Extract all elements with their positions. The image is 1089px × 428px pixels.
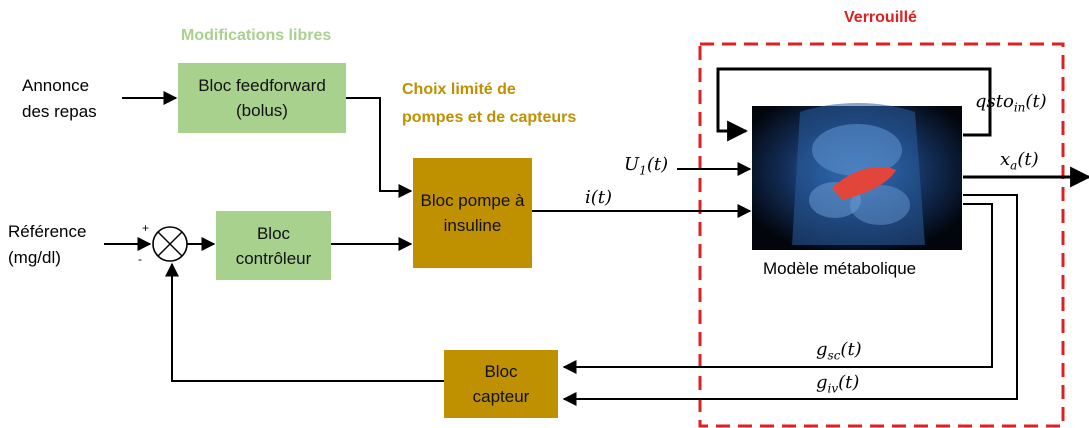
insulin-pump-block-line1: Bloc pompe à — [420, 191, 525, 210]
locked-heading: Verrouillé — [844, 9, 917, 26]
xa-signal-label: xa(t) — [1000, 149, 1039, 173]
feedforward-block-line1: Bloc feedforward — [198, 76, 326, 95]
limited-choice-heading-line2: pompes et de capteurs — [402, 109, 577, 126]
sensor-block-line1: Bloc — [484, 362, 518, 381]
giv-signal-label: giv(t) — [816, 372, 860, 396]
pancreas-shape — [832, 166, 896, 200]
feedforward-block-line2: (bolus) — [236, 101, 288, 120]
insulin-pump-block-line2: insuline — [443, 216, 502, 235]
minus-sign: - — [138, 252, 142, 266]
gsc-signal-label: gsc(t) — [816, 339, 862, 363]
meal-announcement-line2: des repas — [22, 102, 97, 121]
summing-junction — [152, 226, 188, 262]
reference-line1: Référence — [8, 222, 87, 241]
qsto-loop — [716, 67, 992, 142]
limited-choice-heading-line1: Choix limité de — [402, 81, 516, 98]
reference-line2: (mg/dl) — [8, 248, 61, 267]
free-modifications-heading: Modifications libres — [181, 27, 332, 44]
controller-block: Bloc contrôleur — [216, 211, 331, 280]
insulin-pump-block: Bloc pompe à insuline — [413, 158, 532, 268]
sensor-block-line2: capteur — [472, 387, 530, 406]
sensor-block: Bloc capteur — [444, 350, 558, 418]
metabolic-model-image — [752, 103, 962, 250]
controller-block-line1: Bloc — [256, 223, 291, 243]
feedforward-block: Bloc feedforward (bolus) — [178, 63, 346, 133]
meal-announcement-line1: Annonce — [22, 76, 90, 95]
u1-signal-label: U1(t) — [624, 154, 669, 178]
controller-block-line2: contrôleur — [235, 248, 312, 268]
metabolic-model-caption: Modèle métabolique — [763, 259, 917, 278]
plus-sign: + — [142, 221, 150, 235]
insulin-signal-label: i(t) — [585, 187, 613, 208]
qsto-signal-label: qstoin(t) — [975, 91, 1047, 115]
locked-region-border — [698, 42, 1065, 428]
